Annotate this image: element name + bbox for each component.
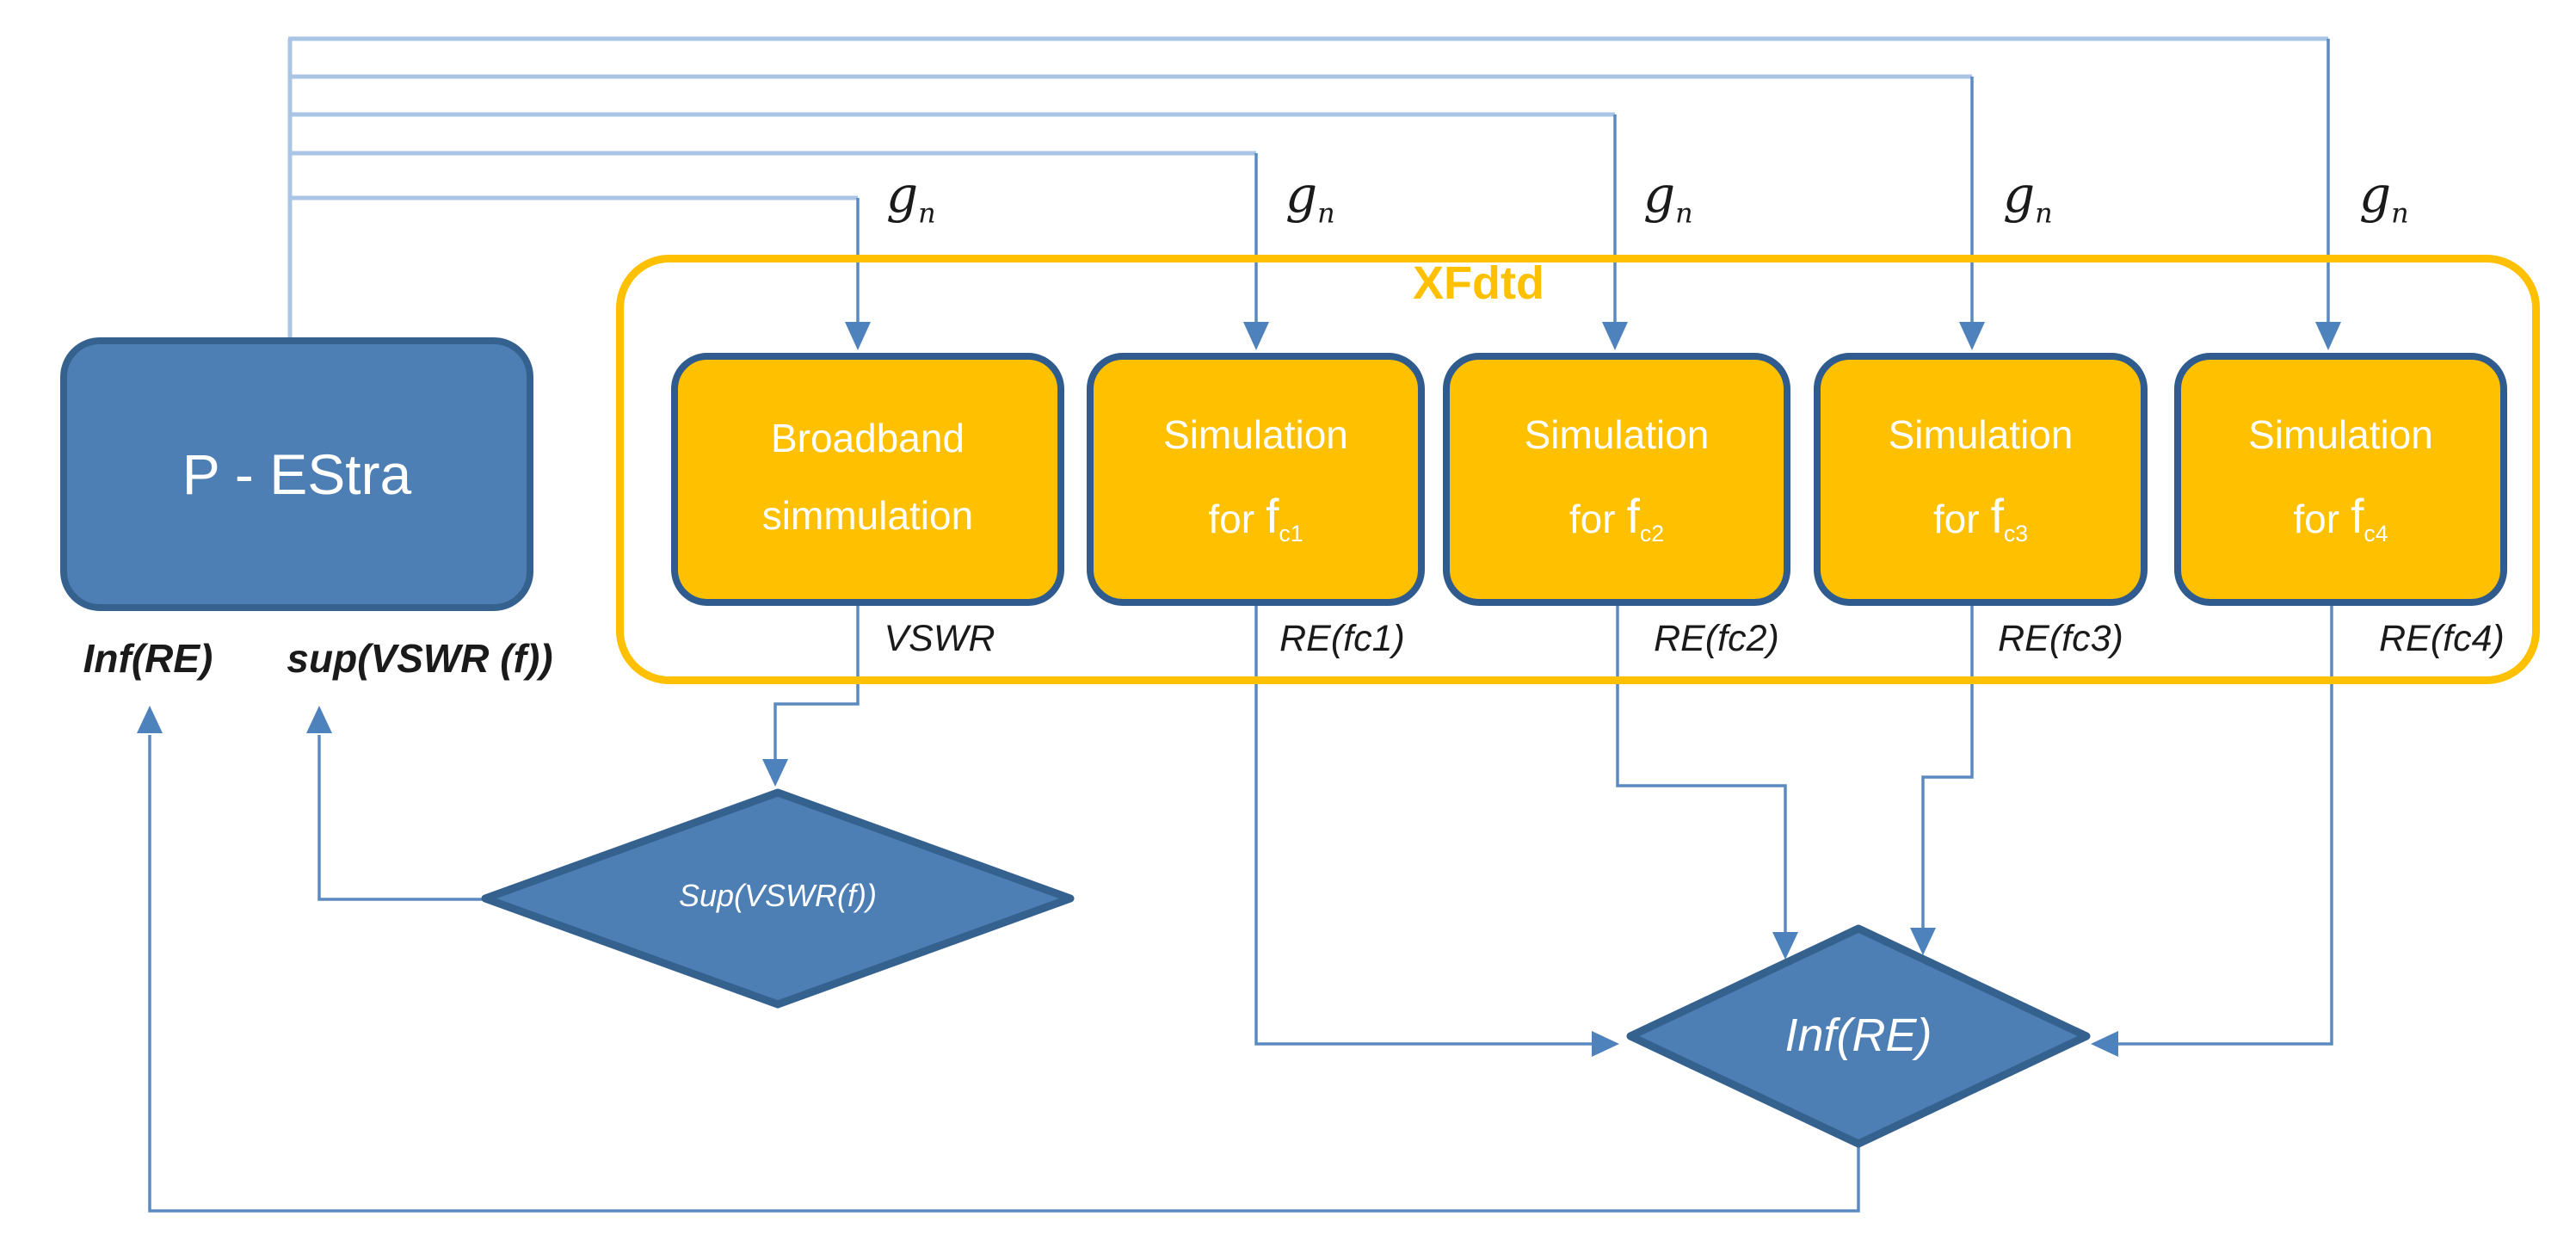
wire-fc2-to-inf <box>1616 606 1787 932</box>
gain-drop-arrows <box>845 39 2341 350</box>
arrowhead-inf-right <box>2091 1031 2118 1057</box>
wire-sup-to-pestra <box>317 735 487 901</box>
inf-re-decision-label: Inf(RE) <box>1784 1009 1932 1061</box>
xfdtd-container <box>616 255 2540 684</box>
gain-label-fc4: gn <box>2359 165 2409 230</box>
arrowhead-inf-feedback <box>137 706 163 733</box>
arrowhead-inf-topleft <box>1772 932 1798 960</box>
pestra-block: P - EStra <box>60 337 533 611</box>
simulation-fc3-line1: Simulation <box>1888 411 2074 457</box>
gain-label-fc1: gn <box>1285 165 1335 230</box>
arrowhead-inf-left <box>1592 1031 1619 1057</box>
xfdtd-container-label: XFdtd <box>1413 257 1544 309</box>
pestra-block-label: P - EStra <box>182 442 412 506</box>
arrowhead-inf-topright <box>1910 928 1936 955</box>
gain-label-fc2: gn <box>1643 165 1693 230</box>
gain-label-fc3: gn <box>2003 165 2053 230</box>
simulation-fc1-line1: Simulation <box>1163 411 1348 457</box>
arrowhead-fc2 <box>1602 322 1628 350</box>
arrowhead-fc4 <box>2315 322 2341 350</box>
wire-fc3-to-inf <box>1921 606 1974 928</box>
arrowhead-fc1 <box>1243 322 1269 350</box>
arrowhead-broadband <box>845 322 871 350</box>
output-label-re-fc3: RE(fc3) <box>1998 618 2123 659</box>
wire-broadband-to-sup <box>773 606 860 759</box>
gain-rails <box>287 36 2328 337</box>
broadband-block-line2: simmulation <box>761 492 974 538</box>
feedback-connectors <box>137 706 1860 1213</box>
arrowhead-fc3 <box>1959 322 1985 350</box>
feedback-label-inf-re: Inf(RE) <box>83 636 213 681</box>
simulation-fc2-line1: Simulation <box>1524 411 1710 457</box>
output-label-re-fc1: RE(fc1) <box>1279 618 1405 659</box>
gain-label-broadband: gn <box>886 165 936 230</box>
sup-vswr-decision-diamond <box>481 788 1075 1009</box>
wire-inf-to-pestra <box>148 735 1860 1213</box>
result-connectors <box>762 606 2333 1057</box>
inf-re-decision-diamond <box>1626 924 2091 1148</box>
arrowhead-sup-top <box>762 759 788 787</box>
feedback-label-sup-vswr: sup(VSWR (f)) <box>287 636 553 681</box>
output-label-re-fc2: RE(fc2) <box>1654 618 1779 659</box>
output-label-re-fc4: RE(fc4) <box>2379 618 2505 659</box>
broadband-block-line1: Broadband <box>770 415 965 460</box>
output-label-vswr: VSWR <box>884 618 995 659</box>
arrowhead-sup-feedback <box>306 706 332 733</box>
wire-fc4-to-inf <box>2118 606 2333 1046</box>
simulation-fc4-line1: Simulation <box>2248 411 2433 457</box>
broadband-simulation-block: Broadband simmulation <box>671 353 1064 606</box>
wire-fc1-to-inf <box>1254 606 1592 1046</box>
sup-vswr-decision-label: Sup(VSWR(f)) <box>678 878 877 913</box>
